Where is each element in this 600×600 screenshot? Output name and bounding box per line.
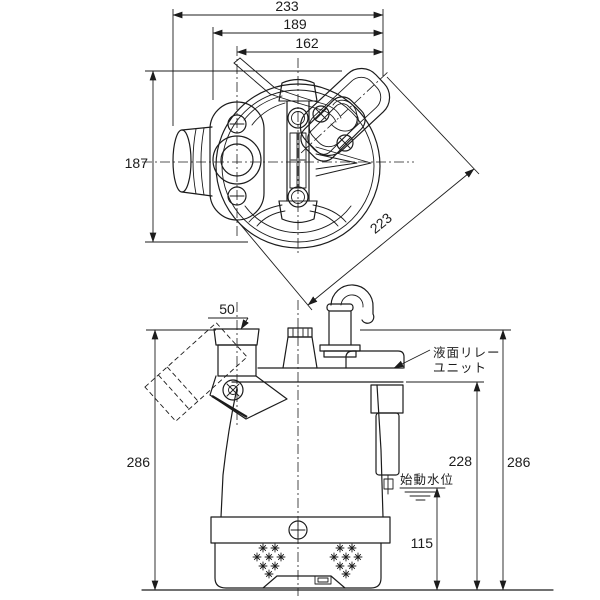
dim-start-level-text: 115 <box>411 535 434 551</box>
dimension-286-right: 286 <box>360 329 531 591</box>
start-water-level-text: 始動水位 <box>400 472 454 487</box>
handle-bolt-top <box>287 107 309 129</box>
top-view <box>172 57 391 249</box>
handle-slot-right <box>298 132 307 189</box>
dim-width-to-flange-text: 189 <box>283 16 307 32</box>
relay-unit-label-line2: ユニット <box>433 361 487 375</box>
dim-top-plate-height-text: 228 <box>449 453 473 469</box>
bracket-screw-2 <box>336 134 354 152</box>
dimension-228: 228 <box>406 381 484 591</box>
side-view <box>141 284 554 591</box>
lower-casing <box>214 542 382 589</box>
dim-height-right-text: 286 <box>507 454 531 470</box>
flange-bolt-bottom <box>227 186 247 206</box>
base-foot <box>262 575 346 589</box>
dimension-286-left: 286 <box>127 329 216 591</box>
dimension-187: 187 <box>125 70 342 243</box>
water-level-symbol <box>399 487 446 501</box>
bracket-screw-1 <box>312 105 330 123</box>
top-view-outer-rim <box>215 83 381 249</box>
relay-unit <box>370 384 404 495</box>
flange-bolt-top <box>227 114 247 134</box>
band-screw <box>288 520 308 540</box>
dim-diagonal-text: 223 <box>367 209 395 236</box>
dim-bore-text: 50 <box>219 301 235 317</box>
relay-unit-label: 液面リレー ユニット <box>393 345 501 375</box>
dimension-115: 115 <box>411 487 441 591</box>
dim-width-to-outlet-text: 162 <box>295 35 319 51</box>
cable-gland <box>282 327 318 369</box>
dim-top-depth-text: 187 <box>125 155 149 171</box>
strainer-band <box>210 516 391 544</box>
dim-overall-width-text: 233 <box>275 0 299 14</box>
discharge-port <box>209 328 288 420</box>
outlet-bore-inner <box>220 143 254 177</box>
dimension-50: 50 <box>208 301 249 330</box>
dimension-189: 189 <box>212 16 384 100</box>
elbow-bolt <box>222 379 244 401</box>
start-water-level-label: 始動水位 <box>400 472 454 487</box>
handle-slot-left <box>289 132 298 189</box>
top-plate <box>231 350 405 383</box>
relay-bracket <box>345 350 405 369</box>
hose-coupling <box>172 126 213 197</box>
cable-hook <box>319 284 375 358</box>
discharge-flange <box>209 101 265 221</box>
outlet-bore-outer <box>212 135 262 185</box>
float-switch <box>299 67 391 157</box>
dimension-162: 162 <box>236 35 384 56</box>
alternate-port-position <box>144 322 248 422</box>
dimension-233: 233 <box>172 0 384 126</box>
dim-height-left-text: 286 <box>127 454 151 470</box>
power-cable <box>233 57 358 132</box>
centerlines <box>142 46 414 596</box>
pump-body <box>210 384 391 589</box>
relay-unit-label-line1: 液面リレー <box>433 345 501 360</box>
strainer-holes <box>252 543 363 579</box>
